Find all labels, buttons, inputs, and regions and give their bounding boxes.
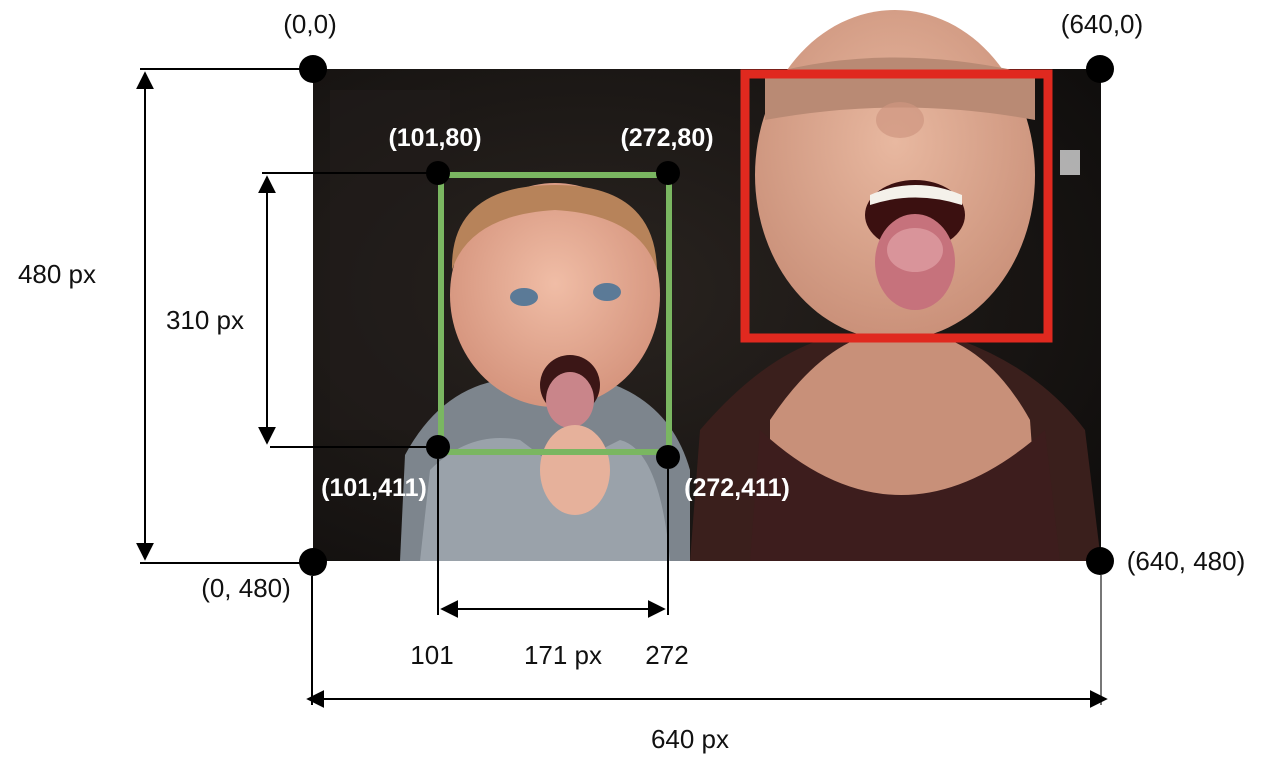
corner-label-top-right: (640,0) <box>1061 9 1143 39</box>
corner-dot-bottom-left <box>299 548 327 576</box>
box-label-top-left: (101,80) <box>388 124 481 152</box>
photo <box>313 10 1101 561</box>
box-left-x-label: 101 <box>410 640 453 670</box>
box-dot-top-right <box>656 161 680 185</box>
baby-figure <box>400 183 690 561</box>
red-bounding-box <box>740 69 1053 343</box>
box-dot-top-left <box>426 161 450 185</box>
box-dot-bottom-right <box>656 445 680 469</box>
box-height-label: 310 px <box>166 305 244 335</box>
corner-label-bottom-left: (0, 480) <box>201 573 291 603</box>
corner-label-top-left: (0,0) <box>283 9 336 39</box>
corner-dot-bottom-right <box>1086 547 1114 575</box>
box-width-label: 171 px <box>524 640 602 670</box>
corner-label-bottom-right: (640, 480) <box>1127 546 1246 576</box>
green-bounding-box <box>438 172 672 455</box>
woman-figure <box>690 10 1101 561</box>
corner-dot-top-left <box>299 55 327 83</box>
corner-dot-top-right <box>1086 55 1114 83</box>
box-label-bottom-right: (272,411) <box>684 474 790 502</box>
box-label-top-right: (272,80) <box>620 124 713 152</box>
image-width-label: 640 px <box>651 724 729 754</box>
box-right-x-label: 272 <box>645 640 688 670</box>
box-dot-bottom-left <box>426 435 450 459</box>
box-label-bottom-left: (101,411) <box>321 474 427 502</box>
image-height-label: 480 px <box>18 259 96 289</box>
